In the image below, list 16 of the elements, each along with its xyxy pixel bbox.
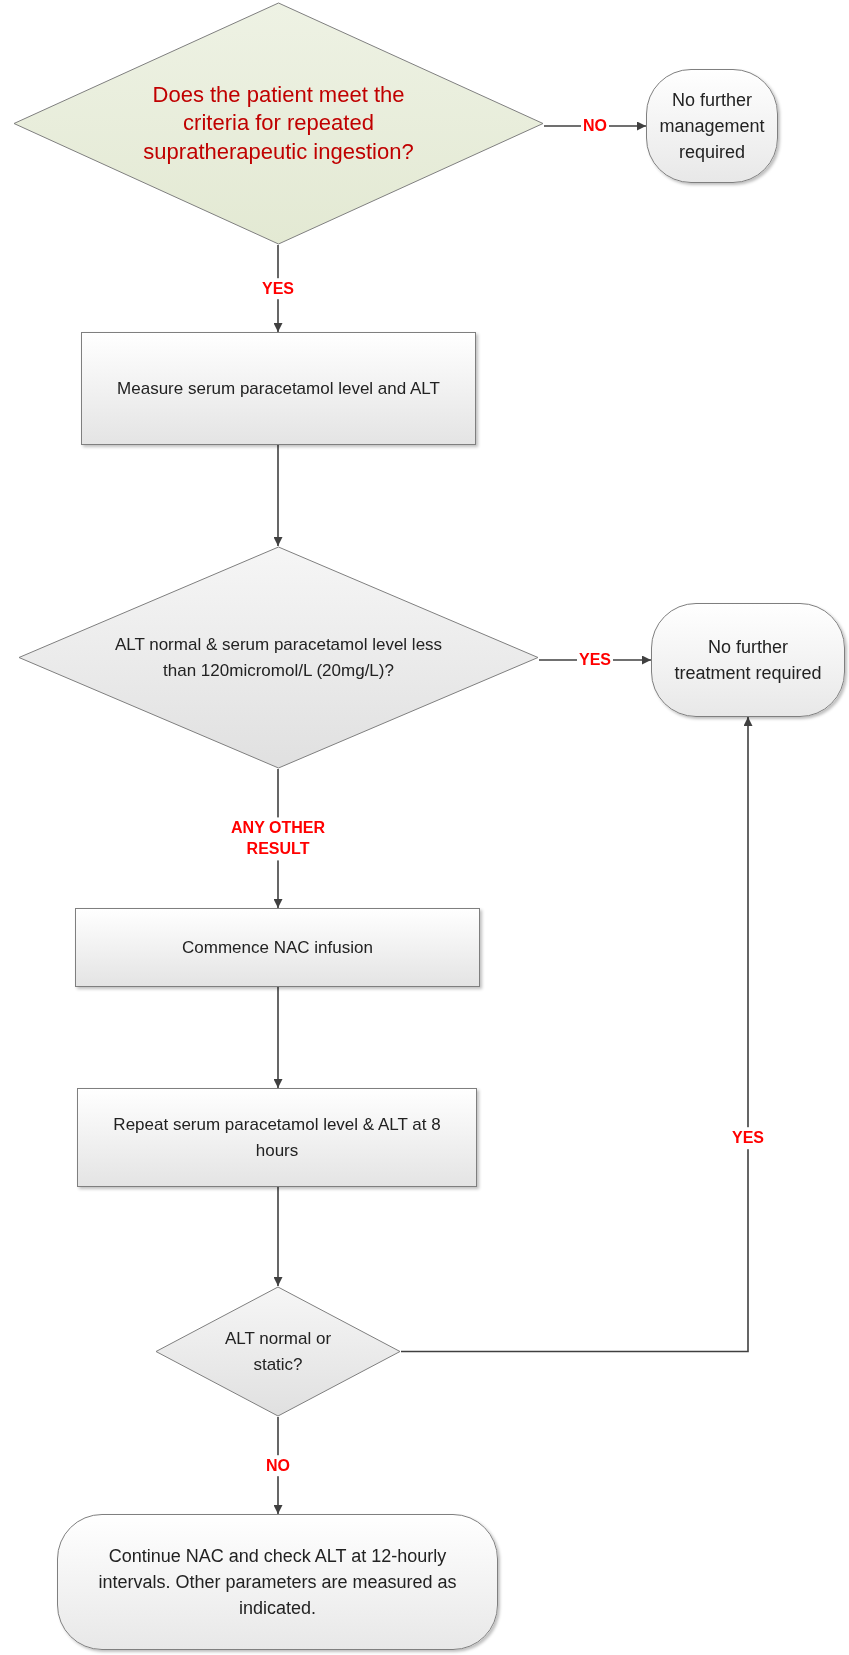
decision-diamond: Does the patient meet the criteria for repeated supratherapeutic ingestion? — [13, 2, 544, 245]
process-box: Commence NAC infusion — [75, 908, 480, 987]
decision-diamond: ALT normal & serum paracetamol level less than 120micromol/L (20mg/L)? — [18, 546, 539, 769]
decision-diamond: ALT normal or static? — [155, 1286, 401, 1417]
arrow — [273, 986, 283, 1089]
edge-label: NO — [264, 1454, 292, 1477]
process-box: Measure serum paracetamol level and ALT — [81, 332, 476, 445]
arrow — [273, 1186, 283, 1287]
edge-label: YES — [260, 277, 296, 300]
process-box: Repeat serum paracetamol level & ALT at 8 hours — [77, 1088, 477, 1187]
terminal-box: No further management required — [646, 69, 778, 183]
edge-label: YES — [730, 1127, 766, 1149]
terminal-box: No further treatment required — [651, 603, 845, 717]
arrow — [273, 444, 283, 547]
terminal-box: Continue NAC and check ALT at 12-hourly intervals. Other parameters are measured as indicated. — [57, 1514, 498, 1650]
arrow — [400, 716, 753, 1353]
